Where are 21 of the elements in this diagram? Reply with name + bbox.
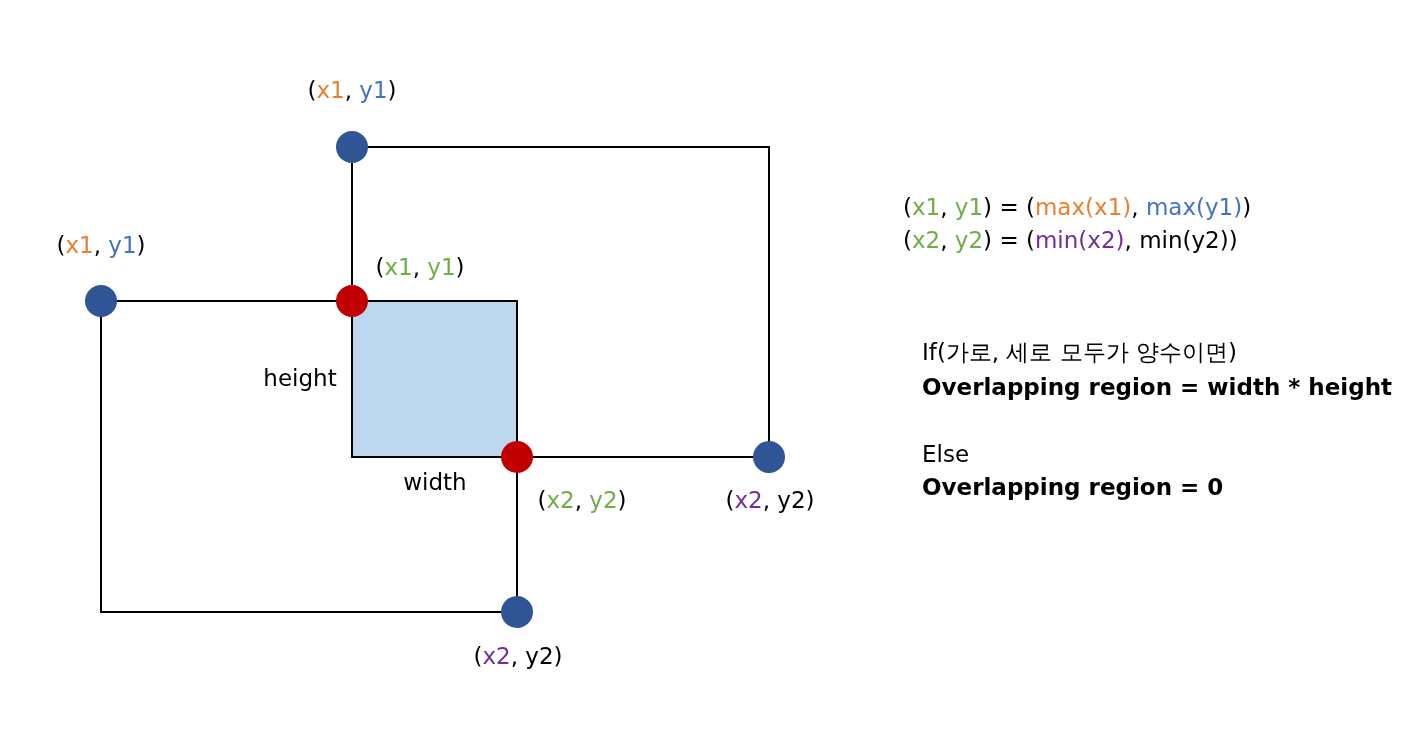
rule-text: Else xyxy=(922,441,970,469)
rule-text: If(가로, 세로 모두가 양수이면) xyxy=(922,339,1238,367)
coordinate-label: (x1, y1) xyxy=(375,254,465,282)
point-dot xyxy=(753,441,785,473)
formula-text: (x2, y2) = (min(x2), min(y2)) xyxy=(903,227,1238,255)
formula-text: (x1, y1) = (max(x1), max(y1)) xyxy=(903,194,1252,222)
rule-text: Overlapping region = 0 xyxy=(922,474,1224,502)
point-dot xyxy=(336,131,368,163)
dimension-label: width xyxy=(403,469,467,497)
overlap-area xyxy=(352,301,517,457)
dimension-label: height xyxy=(263,365,337,393)
rule-text: Overlapping region = width * height xyxy=(922,374,1392,402)
point-dot xyxy=(501,596,533,628)
coordinate-label: (x1, y1) xyxy=(307,77,397,105)
point-dot xyxy=(336,285,368,317)
coordinate-label: (x2, y2) xyxy=(725,487,815,515)
coordinate-label: (x2, y2) xyxy=(537,487,627,515)
point-dot xyxy=(501,441,533,473)
point-dot xyxy=(85,285,117,317)
coordinate-label: (x2, y2) xyxy=(473,643,563,671)
coordinate-label: (x1, y1) xyxy=(56,232,146,260)
